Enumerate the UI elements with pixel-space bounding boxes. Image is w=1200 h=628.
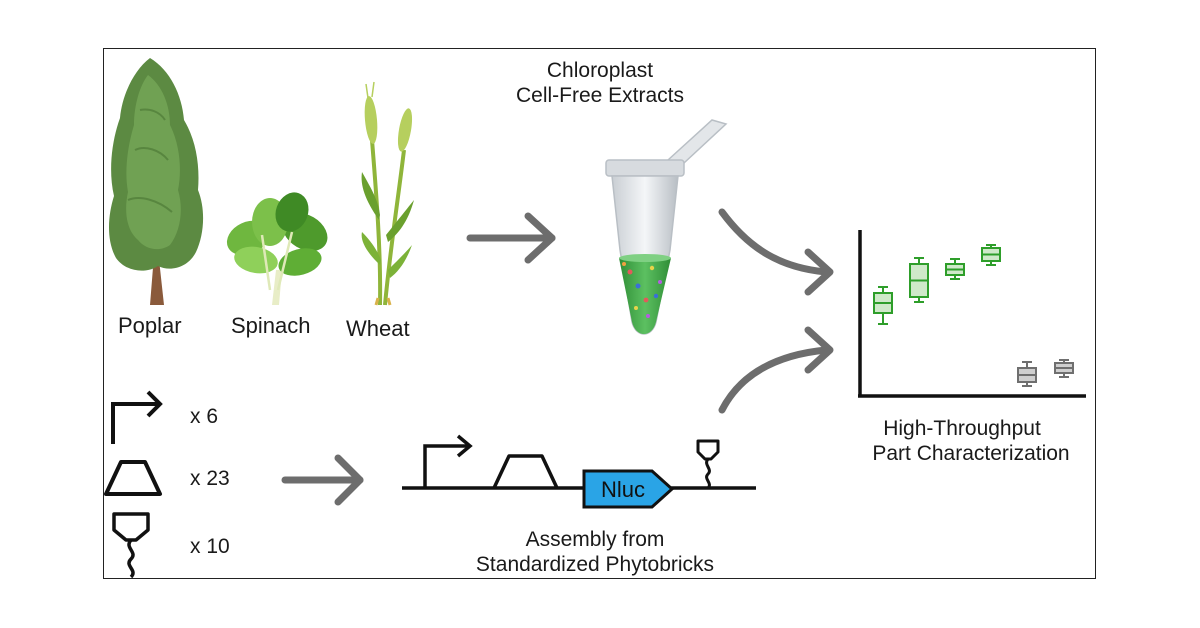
rbs-count: x 23: [190, 467, 230, 490]
arrow-extract-to-chart: [718, 208, 834, 296]
figure-frame: [103, 48, 1096, 579]
boxplot-green: [981, 244, 1001, 266]
plant-label-wheat: Wheat: [346, 316, 410, 341]
extract-title-line1: Chloroplast: [546, 59, 654, 82]
assembly-title-line1: Assembly from: [525, 528, 665, 551]
wheat-icon: [361, 81, 414, 306]
arrow-parts-to-assembly: [281, 454, 364, 506]
assembly-title-line2: Standardized Phytobricks: [475, 553, 715, 576]
result-title-line2: Part Characterization: [872, 442, 1070, 465]
boxplot-gray: [1017, 361, 1037, 387]
result-title-line1: High-Throughput: [883, 417, 1041, 440]
construct-rbs-icon: [492, 454, 559, 489]
terminator-count: x 10: [190, 535, 230, 558]
boxplot-green: [873, 286, 893, 325]
boxplot-gray: [1054, 359, 1074, 378]
promoter-count: x 6: [190, 405, 219, 428]
boxplot-group: [873, 244, 1074, 387]
plant-label-poplar: Poplar: [118, 313, 182, 338]
nluc-label: Nluc: [601, 477, 645, 502]
boxplot-green: [909, 257, 929, 303]
boxplot-green: [945, 258, 965, 280]
terminator-icon: [112, 512, 150, 579]
plant-label-spinach: Spinach: [231, 313, 311, 338]
poplar-icon: [109, 58, 204, 305]
rbs-icon: [104, 460, 162, 496]
construct-terminator-icon: [696, 439, 720, 490]
arrow-plants-to-extract: [466, 212, 556, 264]
promoter-icon: [111, 390, 163, 444]
extract-tube-icon: [605, 119, 728, 335]
spinach-icon: [226, 192, 328, 305]
construct-promoter-icon: [423, 434, 473, 488]
extract-title-line2: Cell-Free Extracts: [515, 84, 685, 107]
chart-axes: [858, 230, 1086, 398]
arrow-assembly-to-chart: [718, 326, 834, 414]
nluc-coding-sequence: Nluc: [582, 469, 675, 509]
